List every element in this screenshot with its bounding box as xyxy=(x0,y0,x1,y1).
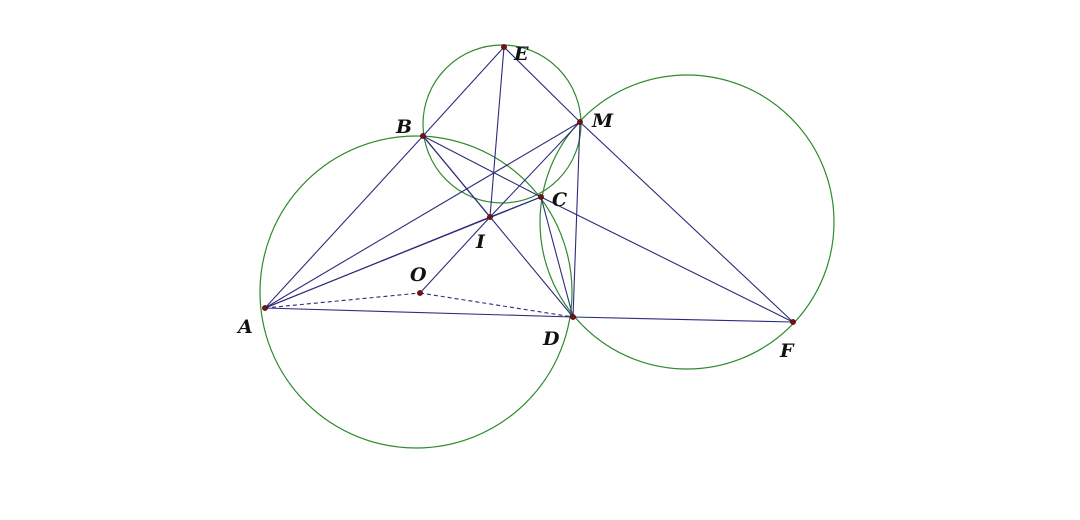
segment-ic xyxy=(489,196,542,218)
segment-od xyxy=(419,292,574,318)
segment-oi xyxy=(419,216,491,294)
segment-ad xyxy=(264,307,574,318)
segment-cd xyxy=(540,196,574,318)
segment-mf xyxy=(579,121,794,323)
label-point-b: B xyxy=(395,116,412,138)
point-f xyxy=(790,319,796,325)
circle-abcd xyxy=(259,135,573,449)
label-point-e: E xyxy=(513,43,529,65)
segment-im xyxy=(489,121,581,218)
point-o xyxy=(417,290,423,296)
segment-df xyxy=(572,316,794,323)
labels-layer: A B C D E F I M O xyxy=(236,43,795,362)
segment-bc xyxy=(422,135,542,198)
point-i xyxy=(487,214,493,220)
label-point-m: M xyxy=(591,110,614,132)
segments-layer xyxy=(264,46,794,323)
segment-ei xyxy=(489,46,505,218)
point-m xyxy=(577,119,583,125)
label-point-f: F xyxy=(779,340,795,362)
segment-cf xyxy=(540,196,794,323)
segment-ab xyxy=(264,135,424,309)
label-point-a: A xyxy=(236,316,253,338)
points-layer xyxy=(262,44,796,325)
point-d xyxy=(570,314,576,320)
segment-be xyxy=(422,46,505,137)
point-e xyxy=(501,44,507,50)
label-point-i: I xyxy=(475,231,486,253)
point-a xyxy=(262,305,268,311)
circles-layer xyxy=(259,44,835,449)
label-point-o: O xyxy=(410,264,427,286)
segment-bd xyxy=(422,135,574,318)
point-c xyxy=(538,194,544,200)
segment-em xyxy=(503,46,581,123)
segment-ao xyxy=(264,292,421,309)
label-point-c: C xyxy=(552,189,567,211)
circle-mcdf xyxy=(539,74,835,370)
segment-am xyxy=(264,121,581,309)
segment-md xyxy=(572,121,581,318)
label-point-d: D xyxy=(542,328,560,350)
segment-ai xyxy=(264,216,491,309)
point-b xyxy=(420,133,426,139)
